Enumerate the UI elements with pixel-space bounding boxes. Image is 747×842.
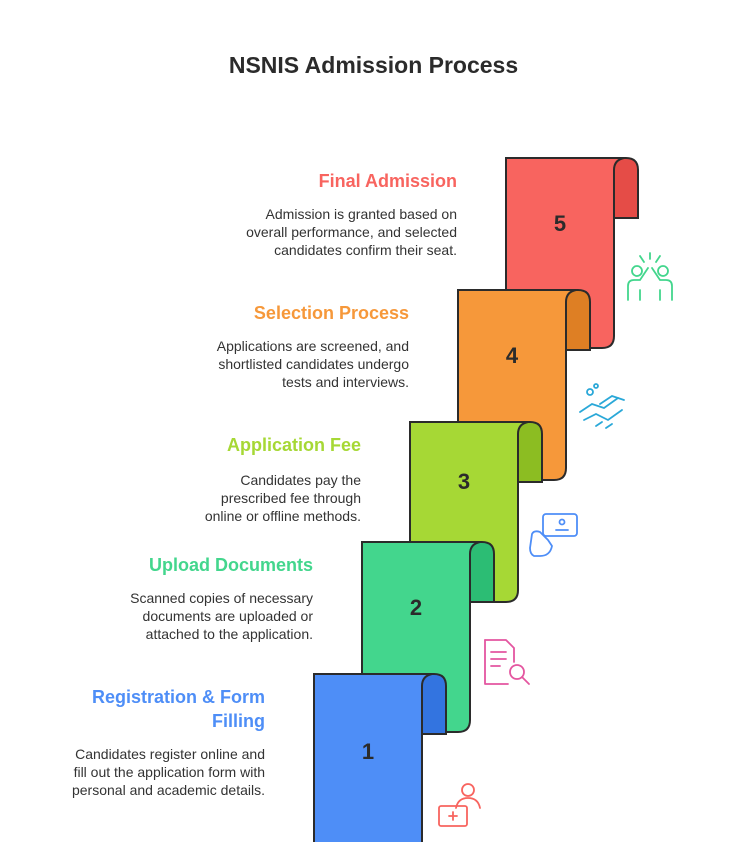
handshake-icon xyxy=(579,383,625,429)
step-3-title: Application Fee xyxy=(226,435,361,455)
step-5-number: 5 xyxy=(554,211,566,236)
step-1-title: Registration & Form Filling xyxy=(91,687,265,731)
step-4-description: Applications are screened, and shortlist… xyxy=(216,338,409,390)
step-5-title: Final Admission xyxy=(318,171,457,191)
step-1-shape xyxy=(314,674,446,842)
step-4-number: 4 xyxy=(506,343,519,368)
page-title: NSNIS Admission Process xyxy=(228,52,519,78)
step-4-title: Selection Process xyxy=(253,303,409,323)
high-five-icon xyxy=(627,252,673,301)
step-5-description: Admission is granted based on overall pe… xyxy=(246,206,457,258)
step-2-description: Scanned copies of necessary documents ar… xyxy=(130,590,313,642)
step-1-number: 1 xyxy=(362,739,374,764)
step-2-number: 2 xyxy=(410,595,422,620)
step-3-number: 3 xyxy=(458,469,470,494)
user-add-icon xyxy=(438,783,481,827)
step-2-title: Upload Documents xyxy=(148,555,313,575)
step-1-block: 1 xyxy=(313,673,447,842)
card-payment-icon xyxy=(529,513,578,557)
step-3-description: Candidates pay the prescribed fee throug… xyxy=(204,472,361,524)
step-1-description: Candidates register online and fill out … xyxy=(71,746,265,798)
document-search-icon xyxy=(484,639,530,685)
